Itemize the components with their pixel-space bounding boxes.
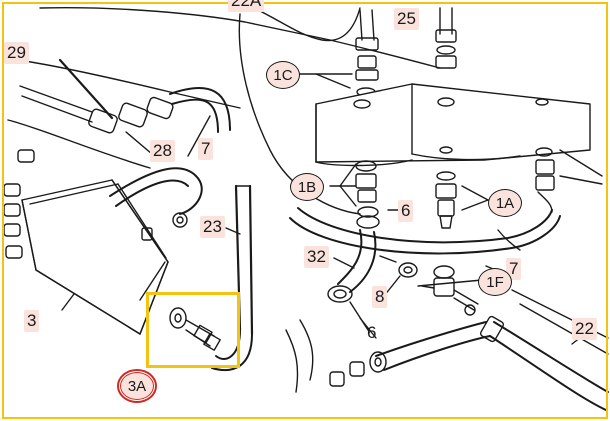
callout-22[interactable]: 22	[572, 318, 597, 340]
fitting-1a	[435, 171, 457, 229]
fitting-right	[535, 147, 555, 213]
callout-3a[interactable]: 3A	[117, 369, 157, 403]
callout-1b[interactable]: 1B	[290, 173, 324, 201]
callout-3[interactable]: 3	[24, 310, 40, 332]
fitting-1b	[355, 160, 380, 229]
callout-23[interactable]: 23	[200, 216, 225, 238]
callout-28[interactable]: 28	[150, 140, 175, 162]
valve-housing-block	[315, 83, 591, 167]
oil-cooler-block	[3, 149, 169, 335]
callout-1a[interactable]: 1A	[488, 189, 522, 217]
callout-6-upper[interactable]: 6	[398, 200, 414, 222]
callout-32[interactable]: 32	[304, 246, 329, 268]
top-fittings	[355, 7, 457, 97]
callout-25[interactable]: 25	[394, 8, 419, 30]
fitting-3a	[169, 307, 221, 351]
callout-8[interactable]: 8	[372, 286, 388, 308]
fitting-28	[88, 96, 174, 134]
callout-1c[interactable]: 1C	[266, 61, 300, 89]
callout-7-upper[interactable]: 7	[198, 138, 214, 160]
callout-6-lower[interactable]: 6	[367, 323, 377, 342]
highlight-box	[146, 292, 240, 368]
fitting-1f	[421, 265, 479, 316]
callout-22a[interactable]: 22A	[228, 0, 265, 12]
callout-29[interactable]: 29	[4, 42, 29, 64]
callout-1f[interactable]: 1F	[478, 268, 512, 296]
